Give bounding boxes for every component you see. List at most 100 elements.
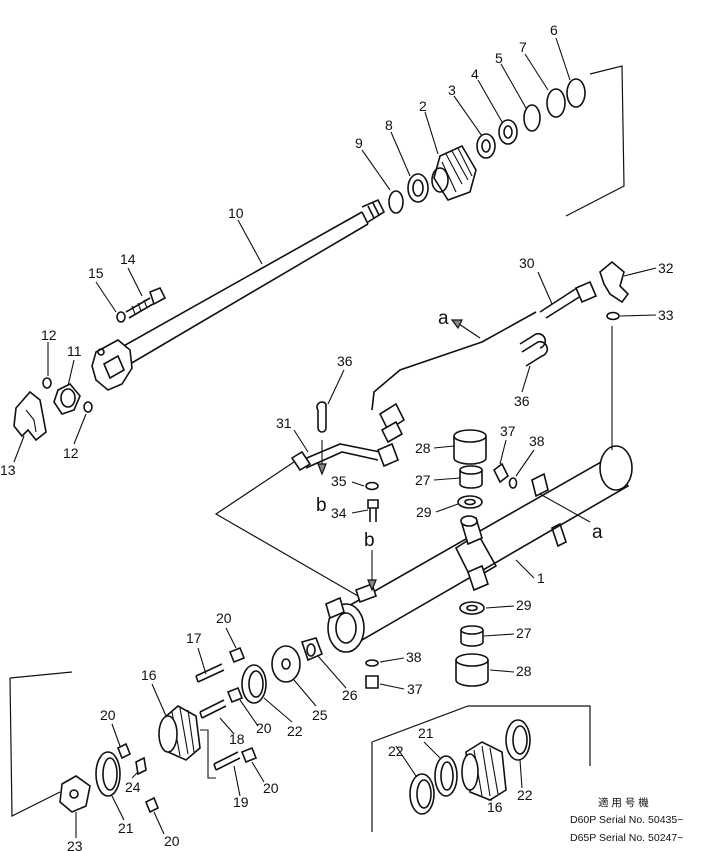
flange-bolt-shank xyxy=(369,508,377,522)
callout-c38b: 38 xyxy=(406,649,422,665)
inset-wear-ring-right-inner xyxy=(512,725,528,755)
leader-6 xyxy=(555,37,571,81)
leader-22b xyxy=(395,745,417,777)
pipe-flange xyxy=(376,442,400,468)
callout-numbers: 1234567891011121213141516161718192020202… xyxy=(0,22,674,851)
spherical-bearing-ball xyxy=(60,388,76,408)
piston-pin-top xyxy=(195,663,225,683)
dust-seal-upper xyxy=(459,470,483,489)
trunnion-pin-bottom xyxy=(467,564,489,592)
bushing xyxy=(476,133,496,159)
callout-c10: 10 xyxy=(228,205,244,221)
leader-10 xyxy=(237,219,263,265)
leader-7 xyxy=(524,53,549,91)
o-ring-port xyxy=(606,311,620,321)
callout-c11: 11 xyxy=(67,343,82,359)
arrow-a-right-line xyxy=(539,493,591,523)
seal-lower-hole xyxy=(466,604,478,612)
leader-21b xyxy=(423,741,441,759)
leader-33 xyxy=(619,314,657,317)
callout-c18: 18 xyxy=(229,731,245,747)
piston-group xyxy=(9,637,324,817)
set-screw-b xyxy=(226,686,244,704)
leader-16a xyxy=(151,683,167,717)
dust-seal-upper-top xyxy=(459,465,483,475)
front-port-boss xyxy=(325,596,345,620)
cylinder-head-grooves xyxy=(441,147,473,193)
u-bolt-right xyxy=(519,332,549,367)
set-screw-a xyxy=(228,646,246,664)
letter-la-top: a xyxy=(438,308,449,329)
leader-36a xyxy=(327,369,345,405)
cylinder-tube-rear-face xyxy=(599,445,633,491)
washer-lower xyxy=(365,659,379,667)
callout-c16a: 16 xyxy=(141,667,157,683)
callout-c29b: 29 xyxy=(516,597,532,613)
bearing-cap-detail xyxy=(25,409,37,433)
leader-12b xyxy=(73,413,87,445)
inset-piston-ring-inner xyxy=(440,761,454,791)
bushing-inner xyxy=(481,139,491,153)
inset-wear-ring-left-inner xyxy=(416,779,432,809)
leader-4 xyxy=(477,79,503,123)
arrow-b-upper-head xyxy=(317,463,327,476)
leader-20c xyxy=(239,699,259,727)
frame-line-middle xyxy=(214,461,359,597)
rod-eye-slot xyxy=(102,354,126,380)
leader-37b xyxy=(379,683,405,690)
leader-27b xyxy=(483,633,515,637)
callout-c21a: 21 xyxy=(118,820,134,836)
snap-ring xyxy=(388,190,404,214)
leader-17 xyxy=(197,647,207,675)
leader-25 xyxy=(293,679,317,707)
rod-packing-inner xyxy=(503,125,513,139)
cylinder-tube-front-opening xyxy=(327,603,365,653)
seal-lower xyxy=(459,601,485,615)
leader-9 xyxy=(361,149,391,191)
bushing-upper xyxy=(453,436,487,465)
leader-20d xyxy=(251,761,265,783)
callout-c22a: 22 xyxy=(287,723,303,739)
frame-line-top xyxy=(565,65,625,217)
callout-c7: 7 xyxy=(519,39,527,55)
flange-bolt xyxy=(367,499,379,509)
leader-18 xyxy=(219,717,235,735)
dowel-pin xyxy=(135,756,147,776)
arrow-b-lower-head xyxy=(367,579,377,592)
bolt-threads xyxy=(131,299,148,315)
bushing-upper-top xyxy=(453,429,487,443)
callout-c27b: 27 xyxy=(516,625,532,641)
leader-27a xyxy=(433,477,461,481)
leader-14 xyxy=(127,267,143,297)
callout-c20b: 20 xyxy=(100,707,116,723)
leader-29b xyxy=(485,605,515,609)
backup-ring xyxy=(523,104,541,132)
leader-3 xyxy=(453,95,483,137)
callout-c37a: 37 xyxy=(500,423,516,439)
leader-38b xyxy=(379,657,405,663)
grease-fitting-lower xyxy=(365,675,379,689)
callout-c6: 6 xyxy=(550,22,558,38)
leader-19 xyxy=(233,765,241,797)
leader-28b xyxy=(489,669,515,673)
cylinder-head-bore xyxy=(431,167,449,193)
serial-serial-heading: 適 用 号 機 xyxy=(598,796,649,809)
washer-upper xyxy=(508,477,518,489)
callout-c14: 14 xyxy=(120,251,136,267)
piston-ring xyxy=(95,751,121,797)
leader-20b xyxy=(111,723,121,747)
callout-c25: 25 xyxy=(312,707,328,723)
piston-pin-bottom xyxy=(213,751,241,771)
piston-rod-group xyxy=(13,65,625,442)
cylinder-tube-group xyxy=(325,311,633,689)
lock-washer xyxy=(116,311,126,323)
callout-c22b: 22 xyxy=(388,743,404,759)
pipe-nut xyxy=(290,450,312,472)
leader-22a xyxy=(263,697,293,723)
pin-guide-lines xyxy=(200,729,216,779)
callout-c22c: 22 xyxy=(517,787,533,803)
leader-26 xyxy=(317,655,347,689)
leader-31 xyxy=(293,429,309,453)
callout-c26: 26 xyxy=(342,687,358,703)
